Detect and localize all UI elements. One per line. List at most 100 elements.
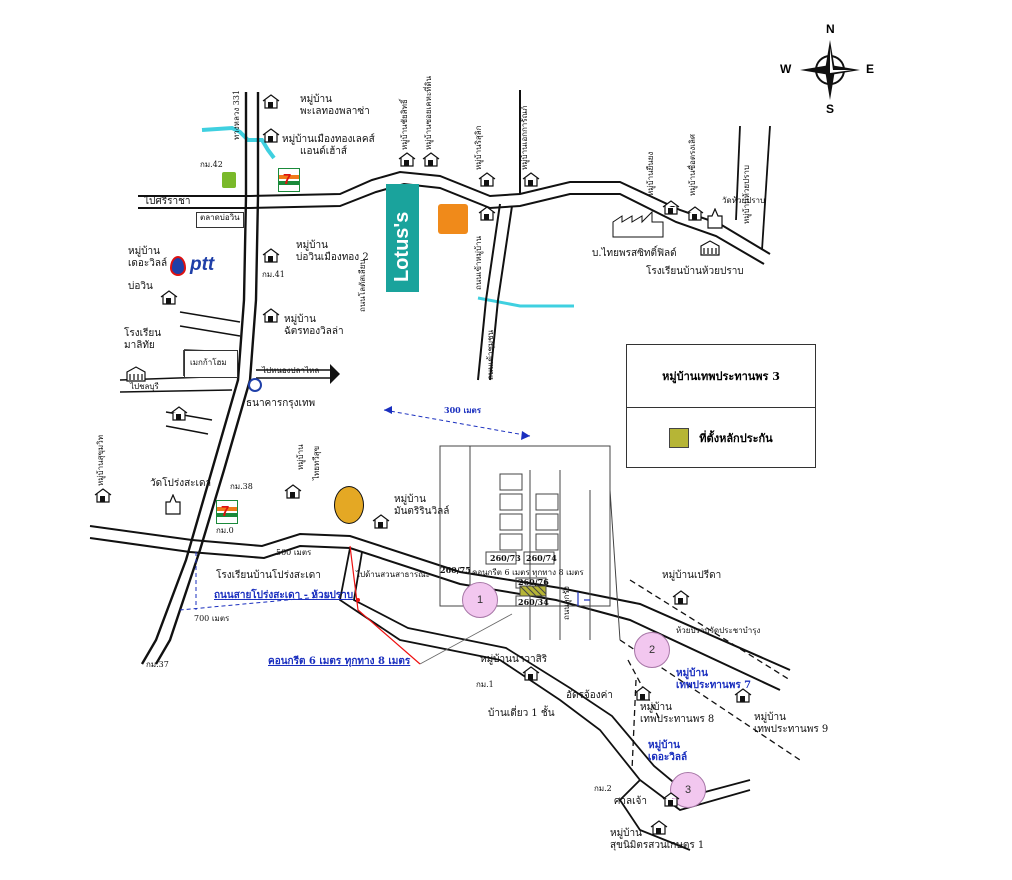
ptt-logo: ptt bbox=[170, 254, 232, 278]
label-v12: หมู่บ้านเดอะวิลล์ bbox=[648, 740, 688, 763]
label-v8: หมู่บ้านนาวาสิริ bbox=[480, 654, 548, 665]
label-to-plaeng: ไปหนองปลาไหล bbox=[262, 366, 320, 375]
house-icon bbox=[262, 128, 280, 143]
house-icon bbox=[634, 686, 652, 701]
label-v6: หมู่บ้านมันตริรินวิลล์ bbox=[394, 494, 450, 517]
label-km41: กม.41 bbox=[262, 270, 285, 279]
compass-e: E bbox=[866, 62, 875, 76]
label-top-v7: หมู่บ้านห้วยปราบ bbox=[742, 165, 751, 224]
factory-icon bbox=[612, 210, 664, 238]
label-lot3: 260/75 bbox=[440, 565, 471, 575]
compass-icon bbox=[800, 40, 860, 100]
ptt-flame-icon bbox=[170, 256, 186, 276]
house-icon bbox=[284, 484, 302, 499]
label-lot5: 260/34 bbox=[518, 597, 549, 607]
label-apartment: อัดรจ้องค่า bbox=[566, 690, 613, 701]
label-lot4: 260/76 bbox=[518, 577, 549, 587]
house-icon bbox=[650, 820, 668, 835]
village-logo bbox=[334, 486, 364, 524]
label-v10: หมู่บ้านเทพประทานพร 8 bbox=[640, 702, 715, 725]
bank-icon bbox=[248, 378, 262, 392]
label-talad: ตลาดบ่อวิน bbox=[200, 213, 240, 222]
market-logo bbox=[438, 204, 468, 234]
label-km42: กม.42 bbox=[200, 160, 223, 169]
label-conc2: คอนกรีต 6 เมตร ทุกทาง 8 เมตร bbox=[472, 568, 584, 577]
label-wat-hp: วัดห้วยปราบ bbox=[722, 196, 766, 205]
house-icon bbox=[478, 206, 496, 221]
label-v-thai: บ.ไทยพรสซิทติ์ฟิลด์ bbox=[592, 248, 677, 259]
label-route331: ทางหลวง 331 bbox=[232, 89, 241, 140]
legend-swatch bbox=[669, 427, 690, 448]
label-v1: หมู่บ้านพะเลทองพลาซ่า bbox=[300, 94, 370, 117]
label-v2: หมู่บ้านเมืองทองเลคส์แอนด์เฮ้าส์ bbox=[282, 134, 375, 157]
house-icon bbox=[686, 206, 704, 221]
compass-n: N bbox=[826, 22, 835, 36]
label-dist500: 500 เมตร bbox=[276, 548, 312, 557]
house-icon bbox=[262, 308, 280, 323]
highway-331 bbox=[140, 92, 260, 665]
label-top-v3: หมู่บ้านริสุลิก bbox=[474, 125, 483, 170]
house-icon bbox=[94, 488, 112, 503]
label-v13: หมู่บ้านสุขนิมิตรสวนเกษตร 1 bbox=[610, 828, 705, 851]
location-circle-1: 1 bbox=[462, 582, 498, 618]
label-v7road: ห้วยปราบวัดประชาบำรุง bbox=[676, 626, 761, 635]
seven-eleven-logo-1: 7 bbox=[278, 168, 300, 192]
label-lot2: 260/74 bbox=[526, 553, 557, 563]
house-icon bbox=[422, 152, 440, 167]
label-lotus-road: ถนนโลตัสเลียบ bbox=[358, 259, 367, 312]
compass-rose: N S E W bbox=[780, 22, 880, 122]
label-km38: กม.38 bbox=[230, 482, 253, 491]
label-mid-road: ถนนเข้าชุมชน bbox=[486, 329, 495, 380]
house-icon bbox=[170, 406, 188, 421]
label-v3: หมู่บ้านบ่อวินเมืองทอง 2 bbox=[296, 240, 369, 263]
subdivision-grid bbox=[439, 445, 621, 641]
temple-icon bbox=[165, 494, 181, 515]
lotus-logo: Lotus's bbox=[386, 184, 419, 292]
label-km0: กม.0 bbox=[216, 526, 234, 535]
label-maxkay: เมกก้าโฮม bbox=[190, 358, 227, 367]
label-concrete: คอนกรีต 6 เมตร ทุกทาง 8 เมตร bbox=[268, 656, 411, 667]
seven-eleven-logo-2: 7 bbox=[216, 500, 238, 524]
house-icon bbox=[522, 666, 540, 681]
label-top-v5: หมู่บ้านยืนยง bbox=[646, 151, 655, 196]
label-v4: หมู่บ้านฉัตรทองวิลล่า bbox=[284, 314, 344, 337]
collateral-plot bbox=[519, 585, 547, 597]
label-school3: โรงเรียนบ้านโปร่งสะเดา bbox=[216, 570, 321, 581]
label-lot1: 260/73 bbox=[490, 553, 521, 563]
house-icon bbox=[262, 248, 280, 263]
legend-title: หมู่บ้านเทพประทานพร 3 bbox=[627, 345, 815, 408]
label-road-main: ถนนสายโปร่งสะเดา - ห้วยปราบ bbox=[214, 590, 354, 601]
location-circle-2: 2 bbox=[634, 632, 670, 668]
legend-item-label: ที่ตั้งหลักประกัน bbox=[699, 431, 773, 445]
label-house1: บ้านเดี่ยว 1 ชั้น bbox=[488, 708, 555, 719]
label-school1: โรงเรียนมาลิทัย bbox=[124, 328, 162, 351]
label-v-sukhum: หมู่บ้านสุขุมวิท bbox=[96, 435, 105, 486]
school-icon bbox=[700, 240, 720, 256]
house-icon bbox=[672, 590, 690, 605]
ptt-text: ptt bbox=[190, 254, 215, 275]
label-sala: ศาลเจ้า bbox=[614, 796, 647, 807]
label-top-v2: หมู่บ้านซอยเคหะที่ดิน bbox=[424, 75, 433, 150]
road-upper bbox=[138, 170, 771, 265]
school-icon bbox=[126, 366, 146, 382]
temple-icon bbox=[707, 208, 723, 229]
label-km1: กม.1 bbox=[476, 680, 494, 689]
label-v7: หมู่บ้านเปรีดา bbox=[662, 570, 722, 581]
gas-station-icon bbox=[222, 172, 236, 188]
label-top-v6: หมู่บ้านซื่อตรงเลิศ bbox=[688, 134, 697, 196]
legend-item: ที่ตั้งหลักประกัน bbox=[627, 408, 815, 467]
house-icon bbox=[160, 290, 178, 305]
legend: หมู่บ้านเทพประทานพร 3 ที่ตั้งหลักประกัน bbox=[626, 344, 816, 468]
label-dist300: 300 เมตร bbox=[444, 405, 481, 415]
river bbox=[201, 125, 276, 160]
compass-s: S bbox=[826, 102, 835, 116]
label-km2: กม.2 bbox=[594, 784, 612, 793]
label-v11: หมู่บ้านเทพประทานพร 9 bbox=[754, 712, 829, 735]
label-top-v1: หมู่บ้านชัยสิทธิ์ bbox=[400, 99, 409, 150]
house-icon bbox=[262, 94, 280, 109]
label-v5: หมู่บ้าน bbox=[296, 444, 305, 470]
label-top-v8: ถนนเข้าหมู่บ้าน bbox=[474, 235, 483, 290]
label-km37: กม.37 bbox=[146, 660, 169, 669]
label-school2: โรงเรียนบ้านห้วยปราบ bbox=[646, 266, 744, 277]
house-icon bbox=[398, 152, 416, 167]
